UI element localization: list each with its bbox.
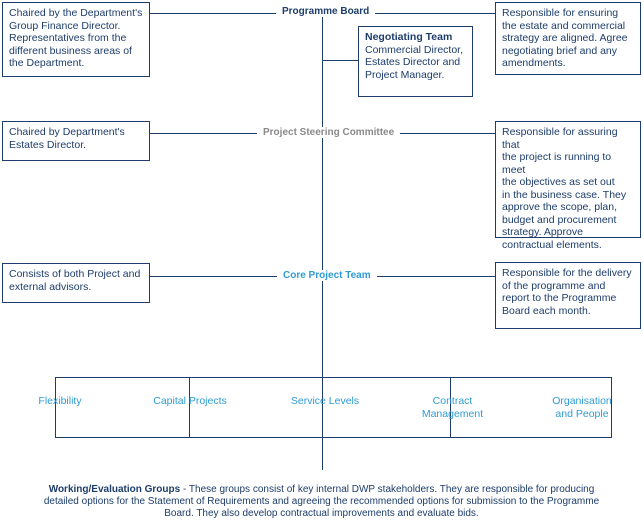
programme-board-label: Programme Board (276, 6, 376, 17)
steering-committee-label: Project Steering Committee (257, 127, 401, 138)
footnote-text: - These groups consist of key internal D… (43, 484, 600, 519)
working-groups-footnote: Working/Evaluation Groups - These groups… (40, 484, 603, 520)
negotiating-team-body: Commercial Director, Estates Director an… (365, 43, 464, 81)
group-contract-management: Contract Management (421, 395, 484, 420)
group-capital-projects: Capital Projects (153, 395, 227, 407)
groups-frame-top (55, 377, 612, 378)
core-right-note: Responsible for the delivery of the prog… (495, 262, 641, 329)
groups-frame-bottom (55, 437, 612, 438)
steering-left-note: Chaired by Department's Estates Director… (2, 121, 150, 161)
groups-frame-right (611, 377, 612, 438)
group-flexibility: Flexibility (38, 395, 82, 407)
negotiating-connector (322, 60, 358, 61)
negotiating-team-title: Negotiating Team (365, 31, 453, 43)
steering-right-note: Responsible for assuring that the projec… (495, 121, 641, 251)
groups-divider-1 (189, 377, 190, 438)
board-right-note: Responsible for ensuring the estate and … (495, 2, 641, 75)
group-organisation-and-people: Organisation and People (552, 395, 612, 420)
groups-divider-2 (450, 377, 451, 438)
spine-line (322, 12, 323, 470)
groups-frame-left (55, 377, 56, 438)
core-left-note: Consists of both Project and external ad… (2, 263, 150, 303)
footnote-title: Working/Evaluation Groups (48, 484, 181, 495)
negotiating-team-box: Negotiating Team Commercial Director, Es… (358, 26, 473, 97)
group-service-levels: Service Levels (290, 395, 360, 407)
board-left-note: Chaired by the Department's Group Financ… (2, 2, 150, 77)
core-team-label: Core Project Team (277, 270, 377, 281)
